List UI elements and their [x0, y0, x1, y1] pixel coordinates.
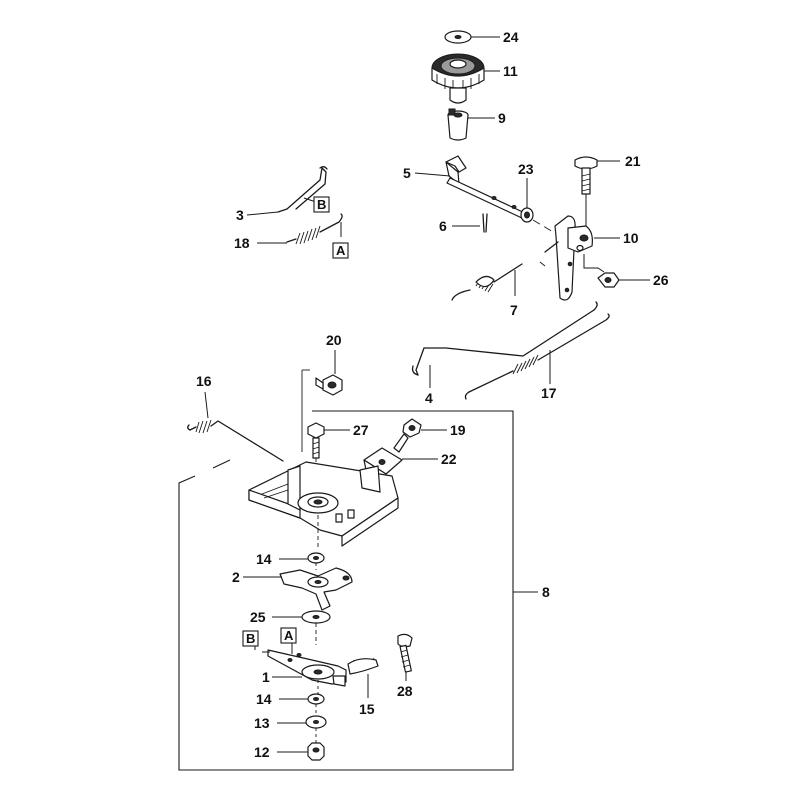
washer-25 — [272, 610, 331, 645]
washer-14-bottom — [279, 693, 325, 714]
callout-14-top: 14 — [256, 551, 272, 567]
callout-6: 6 — [439, 218, 447, 234]
callout-27: 27 — [353, 422, 369, 438]
ref-b-bottom: B — [246, 631, 255, 646]
callout-19: 19 — [450, 422, 466, 438]
callout-4: 4 — [425, 390, 433, 406]
callout-28: 28 — [397, 683, 413, 699]
callout-23: 23 — [518, 161, 534, 177]
callout-22: 22 — [441, 451, 457, 467]
washer-14-top — [279, 552, 325, 570]
spring-18 — [257, 213, 343, 245]
callout-labels: 24 11 9 21 5 23 3 6 10 18 26 7 20 16 4 1… — [196, 29, 669, 760]
reference-markers: B A B A — [242, 196, 349, 647]
throttle-plate-2 — [243, 567, 353, 611]
spring-rod-17 — [464, 313, 610, 400]
spring-15 — [347, 657, 379, 698]
nut-26 — [597, 272, 650, 288]
callout-5: 5 — [403, 165, 411, 181]
control-rod-4 — [411, 301, 598, 388]
callout-26: 26 — [653, 272, 669, 288]
washer-24 — [444, 30, 500, 44]
callout-11: 11 — [503, 63, 518, 79]
spring-16 — [187, 391, 284, 462]
governor-lever-10 — [554, 194, 620, 301]
callout-21: 21 — [625, 153, 641, 169]
callout-3: 3 — [236, 207, 244, 223]
governor-gear-11 — [431, 53, 500, 104]
callout-24: 24 — [503, 29, 519, 45]
washer-13 — [277, 715, 327, 744]
callout-18: 18 — [234, 235, 250, 251]
callout-15: 15 — [359, 701, 375, 717]
ref-b-top: B — [317, 197, 326, 212]
callout-10: 10 — [623, 230, 639, 246]
callout-14-bottom: 14 — [256, 691, 272, 707]
bolt-20 — [315, 350, 343, 396]
screw-28 — [397, 633, 413, 681]
washer-23 — [520, 178, 534, 223]
governor-sleeve-9 — [447, 108, 495, 141]
callout-12: 12 — [254, 744, 270, 760]
control-lever-1 — [254, 642, 347, 694]
bolt-27 — [307, 422, 350, 478]
assembly-frame — [178, 410, 538, 771]
callout-13: 13 — [254, 715, 270, 731]
callout-25: 25 — [250, 609, 266, 625]
callout-9: 9 — [498, 110, 506, 126]
governor-shaft-5 — [414, 155, 528, 220]
callout-20: 20 — [326, 332, 342, 348]
ref-a-bottom: A — [284, 628, 294, 643]
nut-12 — [277, 742, 325, 761]
governor-spring-7 — [451, 241, 559, 301]
callout-8: 8 — [542, 584, 550, 600]
callout-16: 16 — [196, 373, 212, 389]
callout-17: 17 — [541, 385, 557, 401]
screw-19 — [393, 418, 447, 453]
cotter-pin-6 — [452, 213, 488, 233]
callout-2: 2 — [232, 569, 240, 585]
bolt-21 — [574, 156, 620, 195]
ref-a-top: A — [336, 243, 346, 258]
control-bracket-8 — [248, 461, 399, 548]
callout-7: 7 — [510, 302, 518, 318]
callout-1: 1 — [262, 669, 270, 685]
